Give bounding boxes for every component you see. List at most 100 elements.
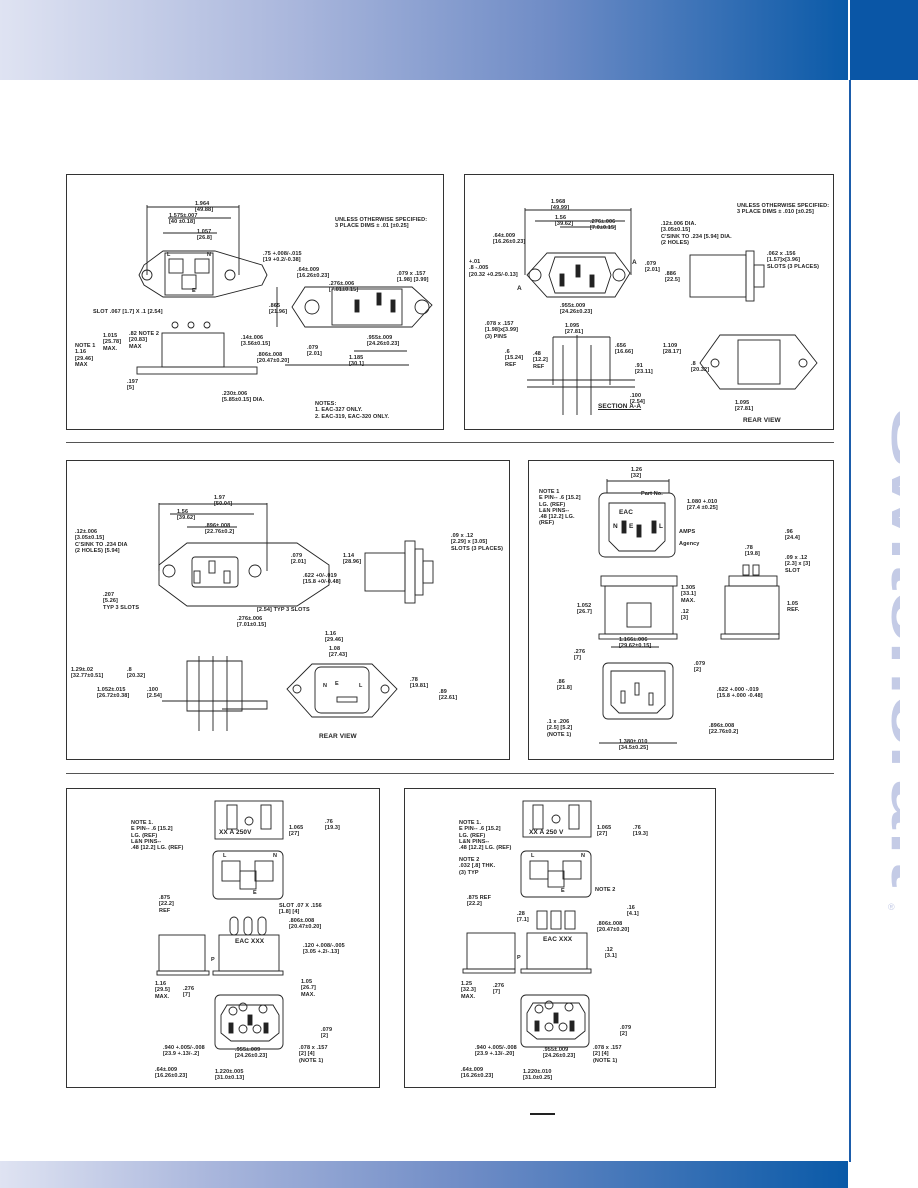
rating-marking: XX A 250V <box>219 829 252 836</box>
dimension-label: .1 x .206 [2.5] [5.2] (NOTE 1) <box>547 719 573 738</box>
dimension-label: .079 [2.01] <box>645 261 660 274</box>
dimension-label: .64±.009 [16.26±0.23] <box>493 233 526 246</box>
callout-label: Agency <box>679 541 700 547</box>
dimension-label: .48 [12.2] REF <box>533 351 548 370</box>
drawing-panel-3: 1.97 [50.04] 1.56 [39.62] .896±.008 [22.… <box>66 460 510 760</box>
section-marker: A <box>517 285 522 292</box>
dimension-label: .276 [7] <box>183 986 195 999</box>
dimension-label: .079 x .157 [1.98] [3.99] <box>397 271 429 284</box>
dimension-label: .12 [3] <box>681 609 689 622</box>
drawing-1-linework <box>136 205 433 375</box>
dimension-label: .079 [2] <box>321 1027 333 1040</box>
note-1: NOTE 1 E PIN-- .6 [15.2] LG. (REF) L&N P… <box>539 489 581 527</box>
dimension-label: 1.56 [39.62] <box>555 215 574 228</box>
dimension-label: .875 REF [22.2] <box>467 895 492 908</box>
drawing-panel-2: 1.968 [49.99] 1.56 [39.62] .276±.006 [7.… <box>464 174 834 430</box>
dimension-label: 1.16 [29.46] <box>325 631 344 644</box>
dimension-label: .079 [2] <box>620 1025 632 1038</box>
dimension-label: 1.080 +.010 [27.4 ±0.25] <box>687 499 718 512</box>
dimension-label: .8 [20.32] <box>127 667 146 680</box>
dimension-label: .806±.008 [20.47±0.20] <box>597 921 630 934</box>
callout-label: Part No. <box>641 491 663 497</box>
terminal-label: L <box>531 853 535 859</box>
product-marking: EAC XXX <box>235 938 265 945</box>
terminal-label: N <box>207 252 212 258</box>
dimension-label: .78 [19.8] <box>745 545 760 558</box>
header-gradient-bar <box>0 0 848 80</box>
drawing-4-linework <box>598 479 780 744</box>
product-marking: EAC XXX <box>543 936 573 943</box>
switchcraft-logo: Switchcraft ® <box>880 408 900 912</box>
drawing-5-linework <box>156 800 284 1050</box>
dimension-label: 1.964 [49.88] <box>195 201 214 214</box>
datum-label: P <box>517 955 521 961</box>
product-marking: EAC <box>619 509 634 516</box>
dimension-label: .079 [2] <box>694 661 706 674</box>
terminal-label: E <box>629 523 634 530</box>
drawing-2-linework <box>524 208 818 415</box>
page-number-rule <box>530 1113 555 1115</box>
dimension-label: .875 [22.2] REF <box>159 895 174 914</box>
dimension-label: .6 [15.24] REF <box>505 349 524 368</box>
note-2: NOTE 2 .032 [.8] THK. (3) TYP <box>459 857 496 876</box>
dimension-label: 1.575±.007 [40 ±0.18] <box>169 213 198 226</box>
dimension-label: .8 [20.32] <box>691 361 710 374</box>
dimension-label: .865 [21.96] <box>269 303 288 316</box>
dimension-label: .100 [2.54] <box>630 393 645 406</box>
dimension-label: .64±.009 [16.26±0.23] <box>297 267 330 280</box>
dimension-label: .75 +.008/-.015 [19 +0.2/-0.38] <box>263 251 302 264</box>
datum-label: P <box>211 957 215 963</box>
dimension-label: .079 [2.01] <box>291 553 306 566</box>
dimension-label: .955±.009 [24.26±0.23] <box>367 335 400 348</box>
drawing-panel-6: NOTE 1. E PIN-- .6 [15.2] LG. (REF) L&N … <box>404 788 716 1088</box>
dimension-label: .656 [16.66] <box>615 343 634 356</box>
dimension-label: 1.56 [39.62] <box>177 509 196 522</box>
notes: NOTES: 1. EAC-327 ONLY. 2. EAC-319, EAC-… <box>315 401 390 420</box>
dimension-label: .86 [21.8] <box>557 679 572 692</box>
dimension-label: 1.095 [27.81] <box>735 400 754 413</box>
dimension-label: +.01 .8 -.005 [20.32 +0.25/-0.13] <box>469 259 518 278</box>
terminal-label: N <box>273 853 278 859</box>
dimension-label: .120 +.008/-.005 [3.05 +.2/-.13] <box>303 943 345 956</box>
terminal-label: L <box>223 853 227 859</box>
drawing-panel-1: UNLESS OTHERWISE SPECIFIED: 3 PLACE DIMS… <box>66 174 444 430</box>
dimension-label: 1.97 [50.04] <box>214 495 233 508</box>
dimension-label: .230±.006 [5.85±0.15] DIA. <box>222 391 265 404</box>
dimension-label: 1.109 [28.17] <box>663 343 682 356</box>
note-callout: NOTE 2 <box>595 887 616 893</box>
section-title: SECTION A-A <box>598 403 642 410</box>
drawing-panel-4: 1.26 [32] NOTE 1 E PIN-- .6 [15.2] LG. (… <box>528 460 834 760</box>
dimension-label: 1.166±.006 [29.62±0.15] <box>619 637 652 650</box>
note-1: NOTE 1. E PIN-- .6 [15.2] LG. (REF) L&N … <box>459 820 512 852</box>
view-title: REAR VIEW <box>743 417 781 424</box>
drawing-panel-5: NOTE 1. E PIN-- .6 [15.2] LG. (REF) L&N … <box>66 788 380 1088</box>
dimension-label: .955±.009 [24.26±0.23] <box>235 1047 268 1060</box>
dimension-label: .76 [19.3] <box>633 825 648 838</box>
dimension-label: .955±.009 [24.26±0.23] <box>543 1047 576 1060</box>
dimension-label: .197 [5] <box>127 379 139 392</box>
view-title: REAR VIEW <box>319 733 357 740</box>
dimension-label: 1.065 [27] <box>597 825 612 838</box>
dimension-label: 1.052±.015 [26.72±0.38] <box>97 687 130 700</box>
dimension-label: .276±.006 [7.01±0.15] <box>237 616 267 629</box>
dimension-label: 1.05 [26.7] MAX. <box>301 979 316 998</box>
dimension-label: .078 x .157 [2] [4] (NOTE 1) <box>593 1045 622 1064</box>
dimension-label: .89 [22.61] <box>439 689 458 702</box>
dimension-label: .940 +.005/-.008 [23.9 +.13/-.2] <box>163 1045 205 1058</box>
dimension-label: 1.16 [29.5] MAX. <box>155 981 170 1000</box>
dimension-label: .12 [3.1] <box>605 947 617 960</box>
dimension-label: .896±.008 [22.76±0.2] <box>205 523 235 536</box>
dimension-label: 1.968 [49.99] <box>551 199 570 212</box>
sidebar-rule <box>849 80 851 1162</box>
dimension-label: 1.015 [25.78] MAX. <box>103 333 122 352</box>
terminal-label: L <box>359 683 363 689</box>
dimension-label: .91 [23.11] <box>635 363 653 376</box>
terminal-label: N <box>613 523 618 530</box>
dimension-label: 1.25 [32.3] MAX. <box>461 981 476 1000</box>
dimension-label: .100 [2.54] <box>147 687 162 700</box>
terminal-label: N <box>323 683 328 689</box>
dimension-label: .062 x .156 [1.57]x[3.96] SLOTS (3 PLACE… <box>767 251 820 270</box>
dimension-label: .82 NOTE 2 [20.83] MAX <box>129 331 160 350</box>
spec-note: UNLESS OTHERWISE SPECIFIED: 3 PLACE DIMS… <box>335 217 428 230</box>
dimension-label: 1.052 [26.7] <box>577 603 592 616</box>
